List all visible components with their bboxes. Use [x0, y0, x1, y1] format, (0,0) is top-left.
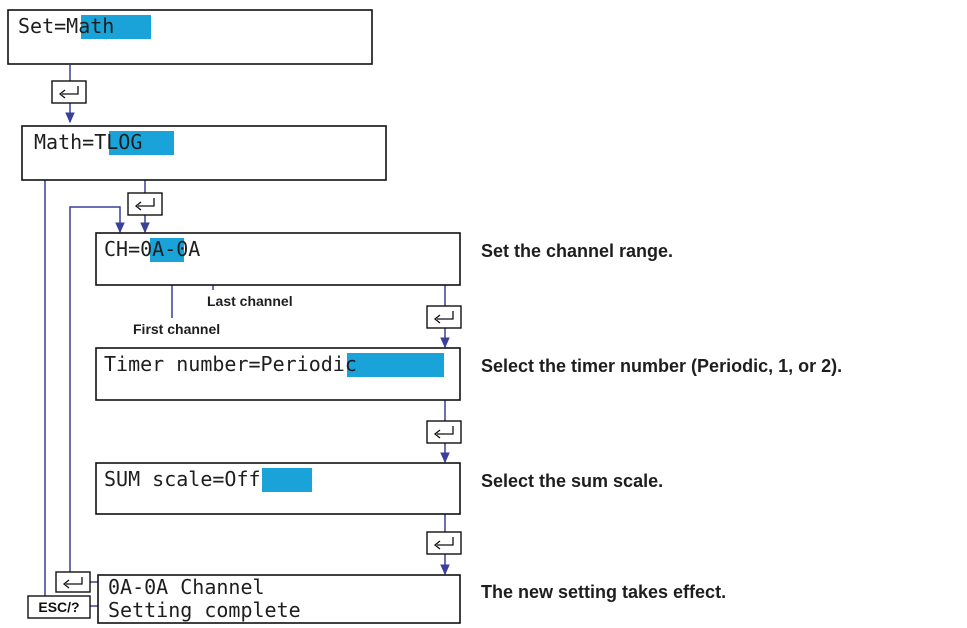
svg-text:CH=0A-0A: CH=0A-0A: [104, 237, 200, 261]
sum-annotation: Select the sum scale.: [481, 471, 663, 491]
enter-key-icon: [51, 80, 87, 104]
enter-key-icon: [426, 305, 462, 329]
sum-value: Off: [224, 467, 260, 491]
set-prefix: Set=: [18, 14, 66, 38]
channel-prefix: CH=: [104, 237, 140, 261]
set-value-highlight: [81, 15, 151, 39]
esc-key-label: ESC/?: [38, 599, 79, 615]
enter-key-icon: [127, 192, 163, 216]
timer-screen: Timer number=Periodic: [95, 347, 461, 401]
channel-screen: CH=0A-0A: [95, 232, 461, 286]
channel-annotation: Set the channel range.: [481, 241, 673, 261]
math-screen: Math=TLOG: [21, 125, 387, 181]
sum-screen: SUM scale=Off: [95, 462, 461, 515]
enter-key-icon: [55, 571, 91, 593]
channel-rest: -0A: [164, 237, 200, 261]
svg-text:Timer number=Periodic: Timer number=Periodic: [104, 352, 357, 376]
channel-first: 0A: [140, 237, 164, 261]
math-value: TLOG: [94, 130, 142, 154]
enter-key-icon: [426, 420, 462, 444]
esc-key: ESC/?: [27, 595, 91, 619]
timer-annotation: Select the timer number (Periodic, 1, or…: [481, 356, 842, 376]
svg-text:Math=TLOG: Math=TLOG: [34, 130, 142, 154]
enter-key-icon: [426, 531, 462, 555]
channel-first-highlight: [150, 238, 184, 262]
set-value: Math: [66, 14, 114, 38]
timer-value-highlight: [347, 353, 444, 377]
sum-prefix: SUM scale=: [104, 467, 224, 491]
math-prefix: Math=: [34, 130, 94, 154]
svg-text:Set=Math: Set=Math: [18, 14, 114, 38]
timer-prefix: Timer number=: [104, 352, 261, 376]
complete-annotation: The new setting takes effect.: [481, 582, 726, 602]
sum-value-highlight: [262, 468, 312, 492]
last-channel-label: Last channel: [207, 293, 293, 309]
complete-screen: 0A-0A Channel Setting complete: [97, 574, 461, 624]
first-channel-label: First channel: [133, 321, 220, 337]
complete-line-1: 0A-0A Channel: [108, 575, 265, 599]
timer-value: Periodic: [261, 352, 357, 376]
math-value-highlight: [109, 131, 174, 155]
svg-text:SUM scale=Off: SUM scale=Off: [104, 467, 261, 491]
set-screen: Set=Math: [7, 9, 373, 65]
complete-line-2: Setting complete: [108, 598, 301, 622]
